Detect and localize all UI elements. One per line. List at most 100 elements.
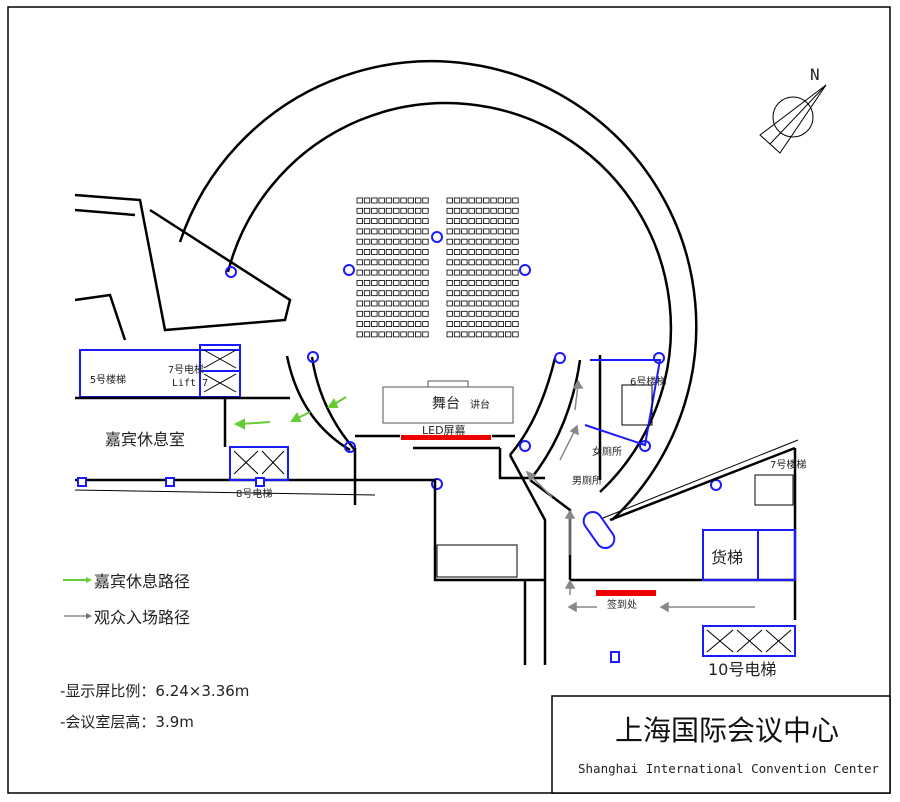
seat	[512, 207, 519, 214]
seat	[393, 238, 400, 245]
seat	[385, 279, 393, 286]
seat	[512, 259, 519, 266]
seat	[475, 249, 483, 255]
seat	[363, 310, 371, 317]
svg-text:嘉宾休息室: 嘉宾休息室	[105, 430, 185, 449]
seat	[356, 279, 363, 286]
seat	[475, 218, 483, 225]
right-wing: 6号楼梯 女厕所 男厕所 7号楼梯 货梯 签到处 10号电梯	[570, 355, 806, 679]
seat	[490, 249, 497, 255]
seat	[414, 300, 422, 307]
seat	[453, 310, 461, 317]
seat	[407, 321, 415, 328]
seat	[512, 331, 519, 338]
seat	[475, 290, 483, 297]
seat	[414, 290, 422, 297]
seat	[512, 238, 519, 245]
seat	[461, 207, 468, 214]
seat	[385, 218, 393, 225]
seat	[468, 269, 475, 276]
seat	[461, 321, 468, 328]
seat	[363, 259, 371, 266]
svg-text:N: N	[810, 65, 820, 84]
seat	[483, 207, 490, 214]
seat	[504, 228, 512, 235]
seat	[468, 300, 475, 307]
seat	[414, 269, 422, 276]
seat	[446, 259, 453, 266]
seat	[393, 300, 400, 307]
seat	[400, 228, 407, 235]
seat	[490, 290, 497, 297]
seat	[378, 321, 385, 328]
center-wing	[353, 446, 572, 665]
led-screen-marker	[401, 435, 491, 440]
seat	[446, 249, 453, 255]
svg-text:嘉宾休息路径: 嘉宾休息路径	[94, 572, 190, 591]
floor-height-note: -会议室层高：3.9m	[60, 713, 194, 731]
seat	[497, 249, 505, 255]
seat	[400, 310, 407, 317]
seat	[385, 249, 393, 255]
seat	[356, 238, 363, 245]
seat	[483, 197, 490, 204]
seat	[504, 331, 512, 338]
seat	[490, 207, 497, 214]
seat	[446, 197, 453, 204]
seat	[400, 259, 407, 266]
seat	[483, 279, 490, 286]
seat	[407, 197, 415, 204]
seat	[504, 290, 512, 297]
seat	[453, 259, 461, 266]
seat	[475, 310, 483, 317]
seat	[422, 228, 429, 235]
seat	[512, 290, 519, 297]
seat	[363, 300, 371, 307]
screen-ratio-note: -显示屏比例：6.24×3.36m	[60, 682, 249, 700]
seat	[363, 269, 371, 276]
seat	[407, 290, 415, 297]
seat	[414, 279, 422, 286]
seat	[497, 300, 505, 307]
seat	[453, 290, 461, 297]
svg-text:8号电梯: 8号电梯	[236, 487, 272, 500]
seat	[400, 269, 407, 276]
svg-text:讲台: 讲台	[470, 398, 490, 411]
seat	[453, 207, 461, 214]
seat	[422, 207, 429, 214]
seat	[393, 218, 400, 225]
seat	[407, 218, 415, 225]
hall-outline	[178, 59, 698, 521]
seat	[356, 228, 363, 235]
seat	[371, 197, 378, 204]
seat	[446, 269, 453, 276]
seat	[400, 321, 407, 328]
seat	[475, 321, 483, 328]
seat	[393, 207, 400, 214]
title-en: Shanghai International Convention Center	[578, 761, 879, 776]
seat	[363, 279, 371, 286]
seat	[512, 269, 519, 276]
seat	[504, 279, 512, 286]
seat	[453, 269, 461, 276]
seat	[385, 310, 393, 317]
seat	[475, 207, 483, 214]
seat	[483, 331, 490, 338]
seat	[497, 279, 505, 286]
seat	[363, 321, 371, 328]
seat	[356, 290, 363, 297]
seat	[378, 197, 385, 204]
seat	[356, 207, 363, 214]
seat	[475, 279, 483, 286]
seat	[461, 310, 468, 317]
svg-text:男厕所: 男厕所	[572, 475, 602, 487]
seating-area	[356, 197, 519, 338]
seat	[371, 310, 378, 317]
seat	[371, 321, 378, 328]
seat	[400, 279, 407, 286]
seat	[414, 207, 422, 214]
seat	[407, 310, 415, 317]
seat	[475, 300, 483, 307]
seat	[504, 249, 512, 255]
seat	[490, 218, 497, 225]
